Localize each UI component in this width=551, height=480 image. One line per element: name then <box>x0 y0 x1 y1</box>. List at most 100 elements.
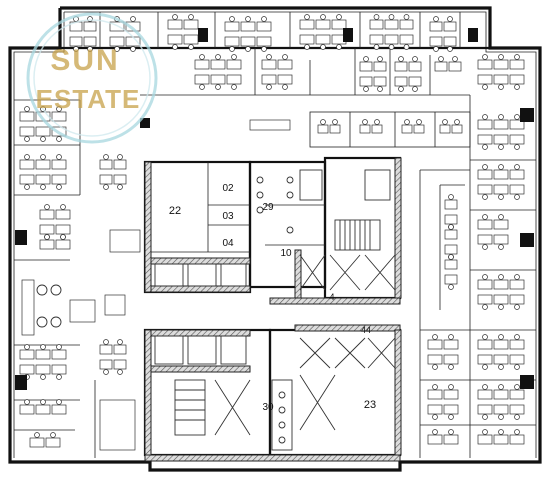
chair <box>282 84 288 90</box>
desk <box>315 19 331 30</box>
desk <box>434 61 448 72</box>
desk <box>394 76 408 87</box>
desk <box>224 21 240 32</box>
room-label-04: 04 <box>222 238 234 249</box>
chair <box>24 344 30 350</box>
chair <box>447 16 453 22</box>
desk <box>194 59 210 70</box>
chair <box>498 194 504 200</box>
left-common-area <box>21 229 141 451</box>
chair <box>40 374 46 380</box>
desk <box>210 59 226 70</box>
desk <box>509 184 525 195</box>
left-offices <box>14 99 96 458</box>
watermark-ring-inner <box>33 19 151 137</box>
desk <box>51 349 67 360</box>
desk <box>448 61 462 72</box>
chair <box>498 384 504 390</box>
chair <box>448 414 454 420</box>
chair <box>40 136 46 142</box>
chair <box>442 119 448 125</box>
room-label-4: 4 <box>329 292 334 302</box>
chair <box>432 334 438 340</box>
desk <box>477 59 493 70</box>
desk <box>443 21 457 32</box>
chair <box>498 54 504 60</box>
desk <box>444 214 458 225</box>
chair <box>229 16 235 22</box>
chair <box>498 144 504 150</box>
chair <box>514 54 520 60</box>
chair <box>363 86 369 92</box>
desk <box>55 209 71 220</box>
desk <box>443 389 459 400</box>
desk <box>427 354 443 365</box>
chair <box>448 384 454 390</box>
desk <box>408 76 422 87</box>
desk <box>19 349 35 360</box>
desk <box>359 124 371 134</box>
desk <box>384 19 399 30</box>
workstations <box>19 14 525 448</box>
desk <box>373 61 387 72</box>
chair <box>498 164 504 170</box>
desk <box>427 389 443 400</box>
desk <box>443 354 459 365</box>
desk <box>167 19 183 30</box>
desk <box>509 59 525 70</box>
room-label-23: 23 <box>364 399 376 411</box>
desk <box>493 389 509 400</box>
desk <box>35 126 51 137</box>
chair <box>388 14 395 20</box>
desk <box>493 279 509 290</box>
chair <box>377 56 383 62</box>
chair <box>24 136 30 142</box>
desk <box>39 239 55 250</box>
room-label-10: 10 <box>280 248 292 259</box>
chair <box>448 194 454 200</box>
chair <box>261 16 267 22</box>
desk <box>493 134 509 145</box>
desk <box>113 344 127 355</box>
chair <box>304 14 310 20</box>
desk <box>509 134 525 145</box>
chair <box>514 194 520 200</box>
chair <box>514 164 520 170</box>
desk <box>493 184 509 195</box>
desk <box>277 59 293 70</box>
desk <box>299 34 315 45</box>
desk <box>256 36 272 47</box>
desk <box>429 36 443 47</box>
chair <box>482 84 488 90</box>
chair <box>482 144 488 150</box>
chair <box>482 54 488 60</box>
desk <box>51 159 67 170</box>
chair <box>261 46 267 52</box>
chair <box>44 234 50 240</box>
chair <box>40 344 46 350</box>
room-label-44: 44 <box>361 325 371 335</box>
desk <box>493 434 509 445</box>
chair <box>514 384 520 390</box>
desk <box>317 124 329 134</box>
chair <box>24 399 30 405</box>
chair <box>266 84 272 90</box>
chair <box>24 106 30 112</box>
chair <box>482 384 488 390</box>
desk <box>443 339 459 350</box>
desk <box>224 36 240 47</box>
desk <box>477 184 493 195</box>
desk <box>83 21 97 32</box>
desk <box>99 174 113 185</box>
chair <box>433 16 439 22</box>
desk <box>109 21 125 32</box>
chair <box>56 154 62 160</box>
desk <box>35 349 51 360</box>
chair <box>60 204 66 210</box>
chair <box>117 339 123 345</box>
chair <box>56 374 62 380</box>
chair <box>103 339 109 345</box>
chair <box>362 119 368 125</box>
desk <box>35 159 51 170</box>
